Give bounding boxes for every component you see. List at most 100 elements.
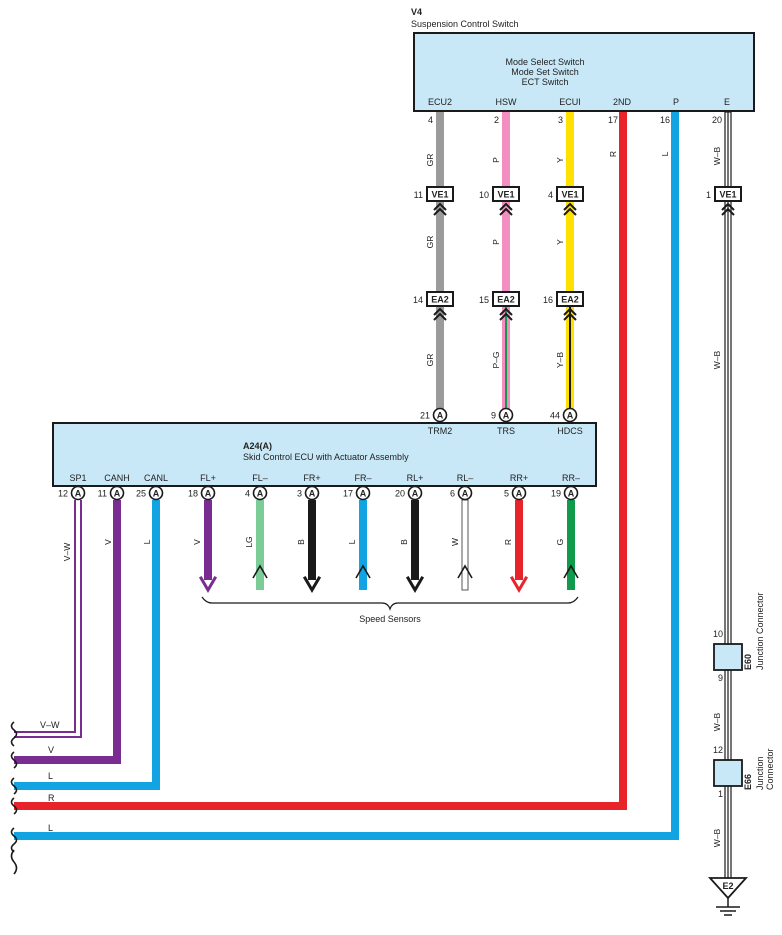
wire-r-long — [14, 112, 627, 810]
wire-label: P — [491, 239, 501, 245]
left-wire-label: L — [48, 771, 53, 781]
svg-text:18: 18 — [188, 489, 198, 499]
wire-p-g-stripe — [505, 306, 507, 410]
svg-text:21: 21 — [420, 411, 430, 421]
wire-canl — [14, 500, 160, 790]
wire-rr-plus — [515, 500, 523, 580]
svg-text:3: 3 — [297, 489, 302, 499]
switch-line-1: Mode Select Switch — [505, 57, 584, 67]
wire-p — [502, 112, 510, 300]
pin: 10 — [713, 629, 723, 639]
wire-label: W — [450, 538, 460, 546]
wire-rl-minus — [461, 499, 469, 591]
switch-id: V4 — [411, 7, 422, 17]
wire-fl-minus — [256, 500, 264, 590]
wire-fl-plus — [204, 500, 212, 580]
ground-icon — [707, 877, 749, 916]
svg-text:A: A — [462, 489, 469, 499]
svg-text:EA2: EA2 — [431, 295, 449, 305]
pin: 16 — [543, 295, 553, 305]
skid-bottom-terminal-9: RR+ A5 — [504, 473, 528, 501]
svg-text:12: 12 — [58, 489, 68, 499]
junction-e66 — [713, 759, 743, 787]
svg-text:A: A — [568, 489, 575, 499]
svg-text:FL–: FL– — [252, 473, 268, 483]
svg-text:VE1: VE1 — [497, 190, 514, 200]
svg-text:A: A — [309, 489, 316, 499]
wire-label: R — [503, 539, 513, 545]
wire-fr-plus — [308, 500, 316, 580]
terminal-p: P — [673, 97, 679, 107]
wire-label: P–G — [491, 351, 501, 368]
wire-label: P — [491, 157, 501, 163]
arrow-down-icon — [198, 575, 218, 593]
wire-gr — [436, 112, 444, 410]
arrow-down-icon — [405, 575, 425, 593]
junction-name: Junction Connector — [755, 592, 765, 670]
terminal-2nd: 2ND — [613, 97, 632, 107]
wire-label: L — [660, 151, 670, 156]
svg-text:5: 5 — [504, 489, 509, 499]
left-wire-label: V — [48, 745, 54, 755]
wire-label: Y — [555, 157, 565, 163]
wire-l-long — [14, 112, 679, 840]
wire-label: W–B — [712, 712, 722, 731]
svg-text:44: 44 — [550, 411, 560, 421]
left-wire-label: R — [48, 793, 55, 803]
svg-text:A: A — [153, 489, 160, 499]
speed-sensors-brace — [201, 596, 579, 611]
svg-text:FR+: FR+ — [303, 473, 320, 483]
svg-text:CANL: CANL — [144, 473, 168, 483]
svg-text:VE1: VE1 — [561, 190, 578, 200]
pin: 10 — [479, 190, 489, 200]
wire-label: L — [347, 539, 357, 544]
wire-label: W–B — [712, 146, 722, 165]
terminal-hsw: HSW — [496, 97, 518, 107]
svg-text:Connector: Connector — [765, 748, 775, 790]
skid-bottom-terminal-8: RL– A6 — [450, 473, 474, 501]
svg-text:17: 17 — [343, 489, 353, 499]
skid-ecu-name: Skid Control ECU with Actuator Assembly — [243, 452, 409, 462]
pin: 17 — [608, 115, 618, 125]
terminal-ecui: ECUI — [559, 97, 581, 107]
svg-text:11: 11 — [98, 489, 107, 499]
svg-text:TRS: TRS — [497, 426, 515, 436]
connector-ea2: EA2 — [426, 291, 454, 321]
pin: 12 — [713, 745, 723, 755]
svg-text:RR+: RR+ — [510, 473, 528, 483]
arrow-up-icon — [563, 564, 579, 579]
junction-id: E60 — [743, 654, 753, 670]
svg-text:RL–: RL– — [457, 473, 474, 483]
connector-ve1: VE1 — [426, 186, 454, 216]
wire-label: W–B — [712, 350, 722, 369]
skid-bottom-terminal-5: FR+ A3 — [297, 473, 321, 501]
wire-rr-minus — [567, 500, 575, 590]
svg-text:EA2: EA2 — [561, 295, 579, 305]
wire-label: LG — [244, 536, 254, 547]
svg-text:A: A — [437, 411, 444, 421]
svg-text:A: A — [516, 489, 523, 499]
skid-bottom-terminal-3: FL+A18 — [188, 473, 216, 501]
skid-ecu-id: A24(A) — [243, 441, 272, 451]
wire-label: V — [192, 539, 202, 545]
svg-text:A: A — [503, 411, 510, 421]
arrow-down-icon — [509, 575, 529, 593]
wire-y-b-stripe — [569, 306, 571, 410]
left-wire-label: V–W — [40, 720, 60, 730]
pin: 20 — [712, 115, 722, 125]
switch-box — [413, 32, 755, 112]
connector-ea2: EA2 — [556, 291, 584, 321]
svg-text:4: 4 — [245, 489, 250, 499]
svg-text:A: A — [412, 489, 419, 499]
skid-bottom-terminal-4: FL–A4 — [245, 473, 268, 501]
svg-text:6: 6 — [450, 489, 455, 499]
pin: 2 — [494, 115, 499, 125]
junction-name-e66: Junction Connector — [755, 748, 775, 790]
pin: 3 — [558, 115, 563, 125]
svg-text:EA2: EA2 — [497, 295, 515, 305]
svg-text:VE1: VE1 — [719, 190, 736, 200]
switch-line-2: Mode Set Switch — [511, 67, 579, 77]
